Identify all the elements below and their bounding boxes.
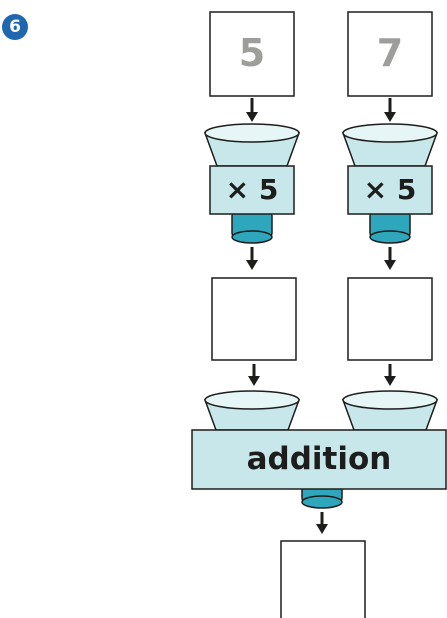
- addition-machine: [191, 390, 447, 509]
- arrow-input-left: [246, 98, 258, 122]
- arrow-output: [316, 512, 328, 534]
- question-number-badge: 6: [2, 14, 28, 40]
- intermediate-answer-box-left: [211, 277, 297, 361]
- intermediate-answer-box-right: [347, 277, 433, 361]
- arrow-intermediate-left: [248, 364, 260, 386]
- arrow-intermediate-right: [384, 364, 396, 386]
- output-answer-box: [280, 540, 366, 618]
- arrow-multiply-right: [384, 247, 396, 270]
- multiply-machine-right: [341, 123, 439, 244]
- arrow-input-right: [384, 98, 396, 122]
- arrow-multiply-left: [246, 247, 258, 270]
- input-box-right: [347, 11, 433, 97]
- multiply-machine-left: [203, 123, 301, 244]
- input-box-left: [209, 11, 295, 97]
